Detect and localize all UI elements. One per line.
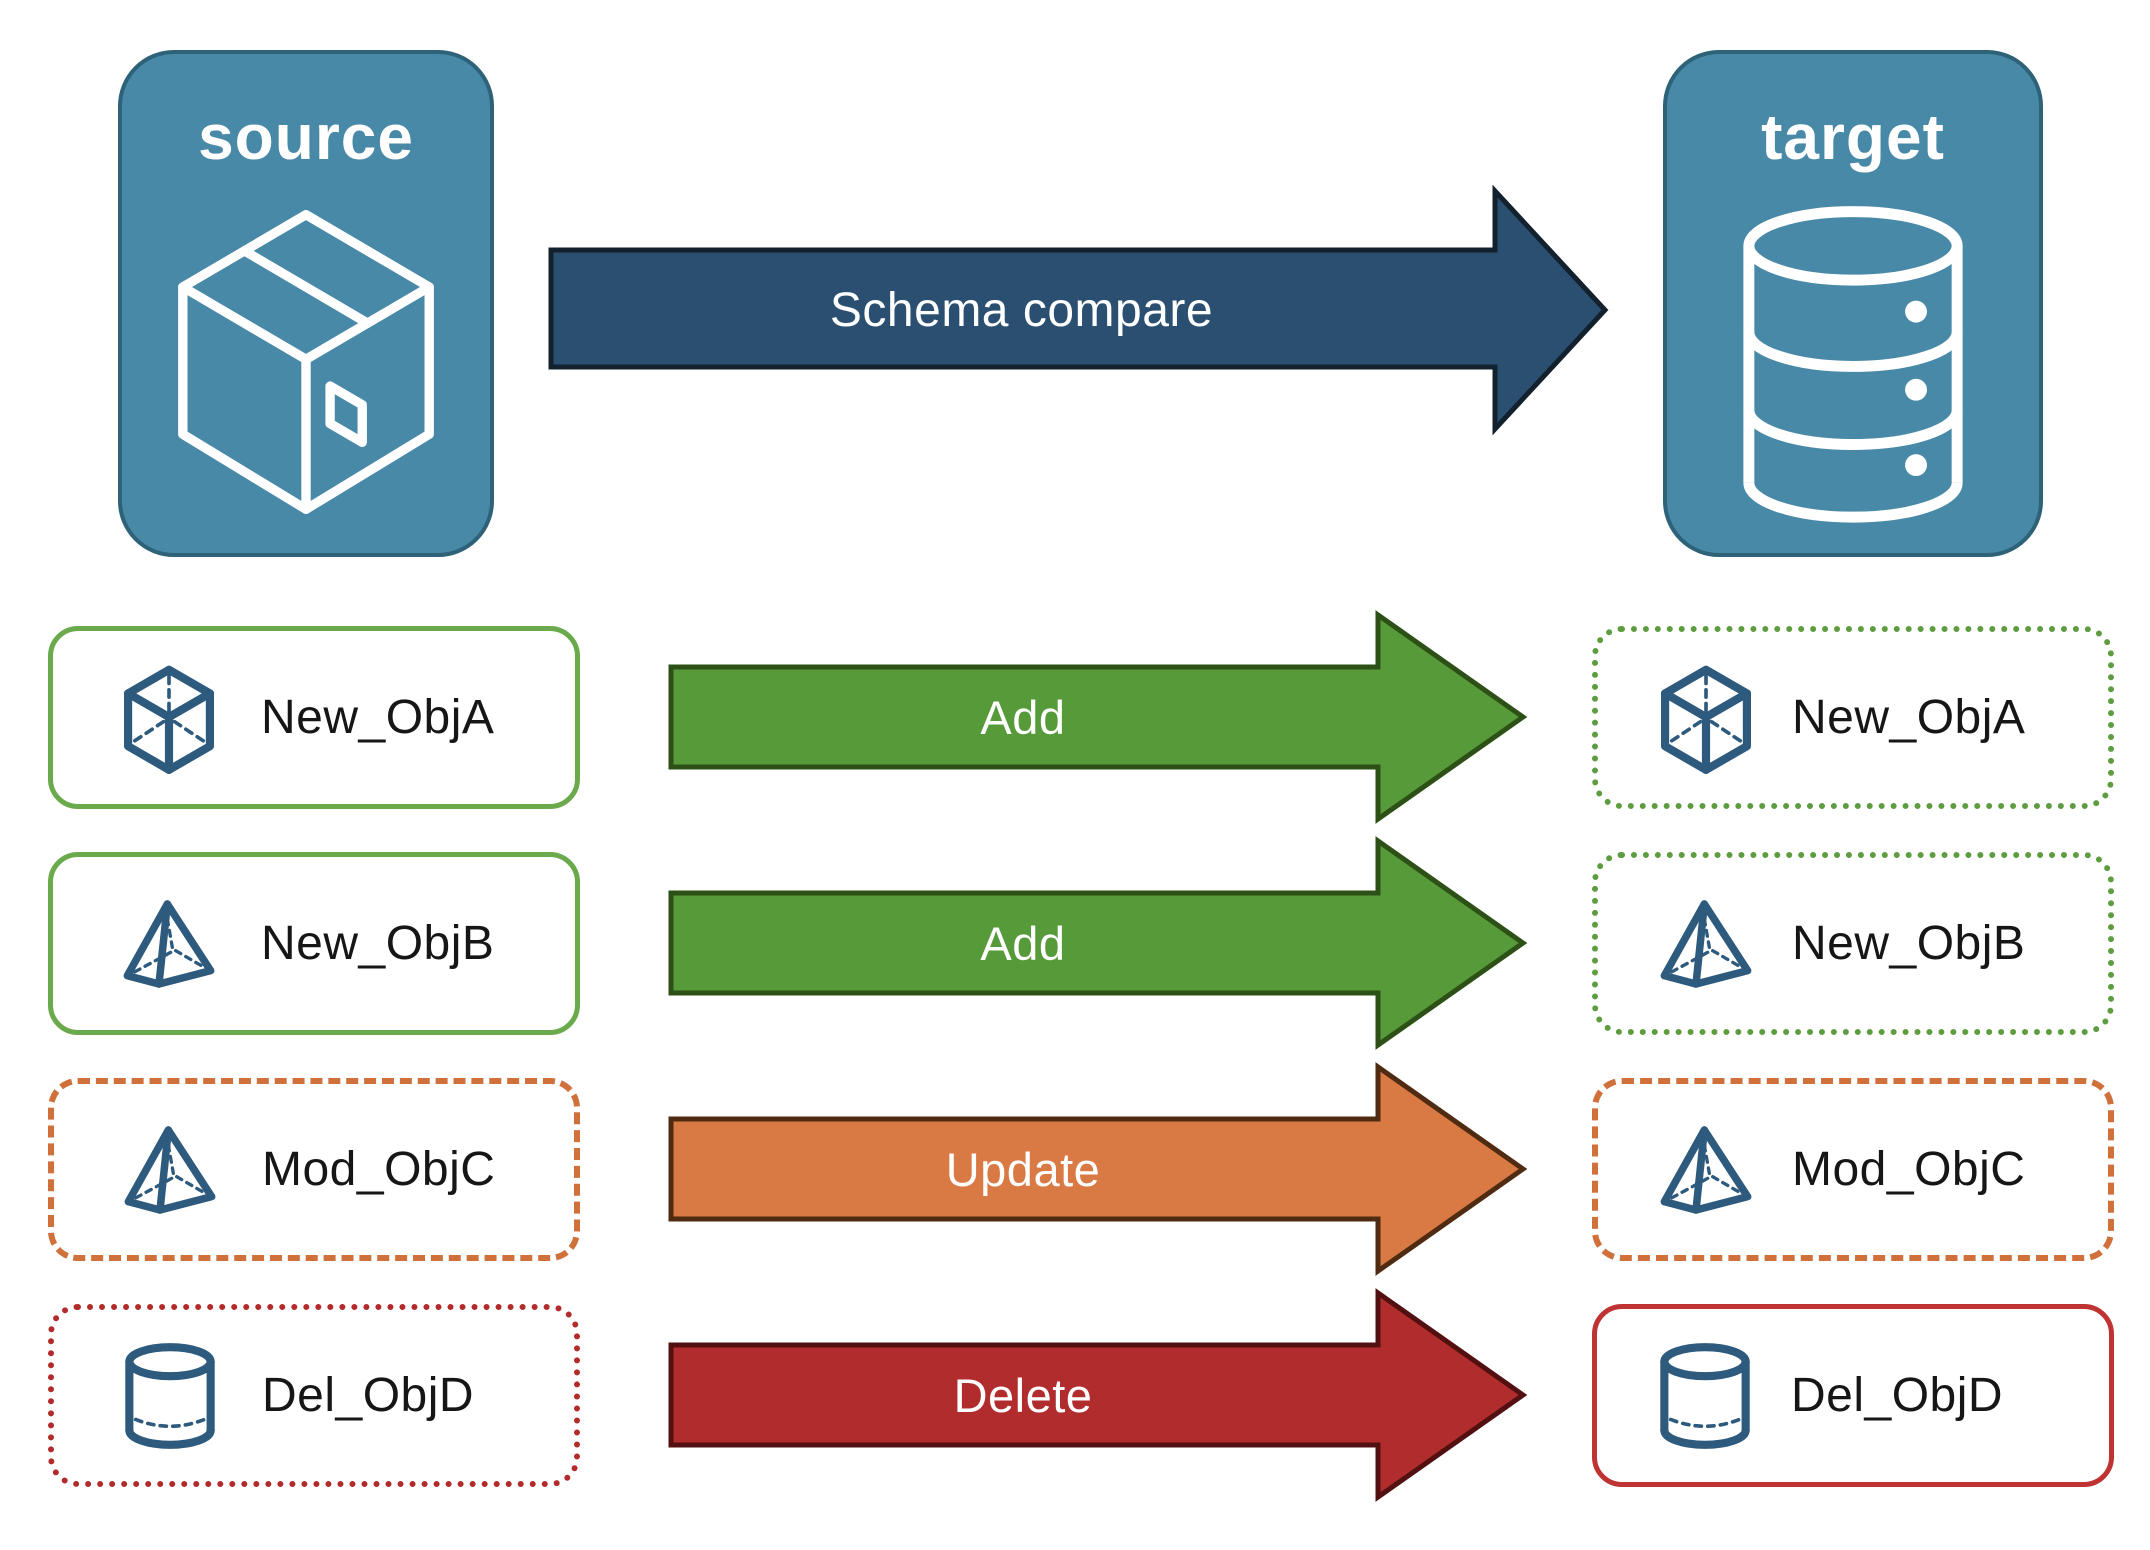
- row-mod_objc: Mod_ObjC Update Mod_ObjC: [0, 1062, 2150, 1276]
- target-title: target: [1761, 101, 1945, 173]
- cube-icon: [1656, 662, 1756, 774]
- action-arrow-update: Update: [668, 1062, 1528, 1276]
- source-object-card: Mod_ObjC: [48, 1078, 580, 1261]
- action-arrow-add: Add: [668, 836, 1528, 1050]
- cylinder-icon: [120, 1340, 220, 1452]
- source-object-card: Del_ObjD: [48, 1304, 580, 1487]
- source-title: source: [198, 101, 414, 173]
- pyramid-icon: [1656, 1114, 1756, 1226]
- schema-compare-label: Schema compare: [829, 283, 1214, 337]
- arrow-shape: [668, 836, 1528, 1050]
- action-arrow-delete: Delete: [668, 1288, 1528, 1502]
- object-label: Mod_ObjC: [1792, 1143, 2026, 1196]
- object-label: Del_ObjD: [262, 1369, 475, 1422]
- pyramid-icon: [1656, 888, 1756, 1000]
- action-label: Update: [945, 1142, 1101, 1196]
- target-object-card: Mod_ObjC: [1592, 1078, 2114, 1261]
- package-icon: [172, 204, 440, 520]
- target-object-card: New_ObjA: [1592, 626, 2114, 809]
- target-node: target: [1663, 50, 2043, 557]
- object-label: New_ObjB: [1792, 917, 2026, 970]
- row-new_objb: New_ObjB Add New_ObjB: [0, 836, 2150, 1050]
- action-label: Delete: [953, 1368, 1093, 1422]
- action-label: Add: [980, 690, 1066, 744]
- source-node: source: [118, 50, 494, 557]
- arrow-shape: [668, 610, 1528, 824]
- object-label: New_ObjB: [261, 917, 495, 970]
- object-label: New_ObjA: [261, 691, 495, 744]
- target-object-card: Del_ObjD: [1592, 1304, 2114, 1487]
- row-new_obja: New_ObjA Add New_ObjA: [0, 610, 2150, 824]
- source-object-card: New_ObjA: [48, 626, 580, 809]
- target-object-card: New_ObjB: [1592, 852, 2114, 1035]
- action-arrow-add: Add: [668, 610, 1528, 824]
- database-icon: [1737, 202, 1970, 524]
- source-object-card: New_ObjB: [48, 852, 580, 1035]
- cube-icon: [119, 662, 219, 774]
- cylinder-icon: [1655, 1340, 1755, 1452]
- arrow-shape: [668, 1062, 1528, 1276]
- pyramid-icon: [120, 1114, 220, 1226]
- schema-compare-arrow: Schema compare: [548, 184, 1609, 436]
- pyramid-icon: [119, 888, 219, 1000]
- object-label: New_ObjA: [1792, 691, 2026, 744]
- action-label: Add: [980, 916, 1066, 970]
- object-label: Mod_ObjC: [262, 1143, 496, 1196]
- object-label: Del_ObjD: [1791, 1369, 2004, 1422]
- row-del_objd: Del_ObjD Delete Del_ObjD: [0, 1288, 2150, 1502]
- arrow-shape: [668, 1288, 1528, 1502]
- schema-compare-arrow-shape: [548, 184, 1609, 436]
